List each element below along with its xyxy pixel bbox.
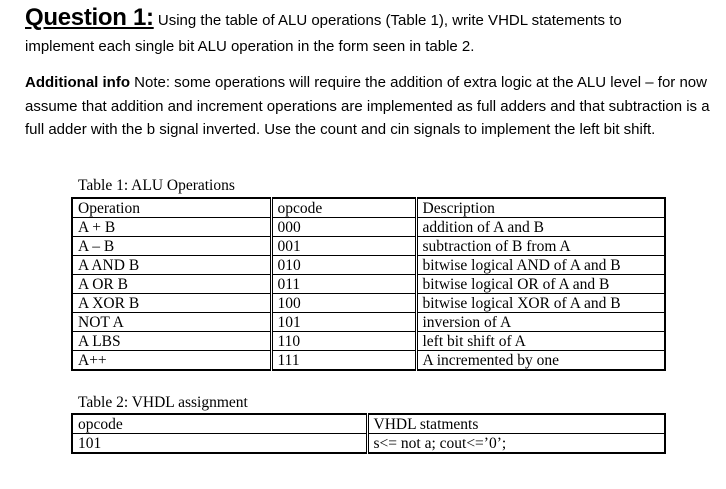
table-cell: NOT A <box>71 312 272 332</box>
table-cell: 110 <box>269 331 417 351</box>
table-cell: inversion of A <box>414 312 666 332</box>
table2-caption: Table 2: VHDL assignment <box>78 394 248 411</box>
table-cell: A XOR B <box>71 293 272 313</box>
question-line-1: Question 1: Using the table of ALU opera… <box>25 4 622 32</box>
table-cell: 010 <box>269 255 417 275</box>
table-cell: subtraction of B from A <box>414 236 666 256</box>
header-cell: Description <box>414 197 666 218</box>
table-cell: 011 <box>269 274 417 294</box>
table-cell: s<= not a; cout<=’0’; <box>365 433 666 454</box>
table-cell: A LBS <box>71 331 272 351</box>
table-cell: A OR B <box>71 274 272 294</box>
table-cell: 111 <box>269 350 417 371</box>
table-cell: 101 <box>269 312 417 332</box>
table-cell: bitwise logical OR of A and B <box>414 274 666 294</box>
table-cell: 100 <box>269 293 417 313</box>
table-cell: A++ <box>71 350 272 371</box>
question-text-line-1: Using the table of ALU operations (Table… <box>153 12 622 29</box>
question-heading: Question 1: <box>25 4 154 31</box>
header-cell: Operation <box>71 197 272 218</box>
table-cell: 101 <box>71 433 368 454</box>
table-cell: A incremented by one <box>414 350 666 371</box>
additional-info-label: Additional info <box>25 74 130 91</box>
table-cell: A – B <box>71 236 272 256</box>
additional-info-paragraph: Additional info Note: some operations wi… <box>25 71 717 142</box>
table1-caption: Table 1: ALU Operations <box>78 177 235 194</box>
table-cell: A AND B <box>71 255 272 275</box>
table-cell: 001 <box>269 236 417 256</box>
header-cell: VHDL statments <box>365 413 666 434</box>
table-cell: addition of A and B <box>414 217 666 237</box>
header-cell: opcode <box>269 197 417 218</box>
header-cell: opcode <box>71 413 368 434</box>
table-cell: bitwise logical XOR of A and B <box>414 293 666 313</box>
table-cell: bitwise logical AND of A and B <box>414 255 666 275</box>
table-cell: 000 <box>269 217 417 237</box>
table-cell: A + B <box>71 217 272 237</box>
question-text-line-2: implement each single bit ALU operation … <box>25 38 475 55</box>
additional-info-text: Note: some operations will require the a… <box>25 74 710 138</box>
table-cell: left bit shift of A <box>414 331 666 351</box>
